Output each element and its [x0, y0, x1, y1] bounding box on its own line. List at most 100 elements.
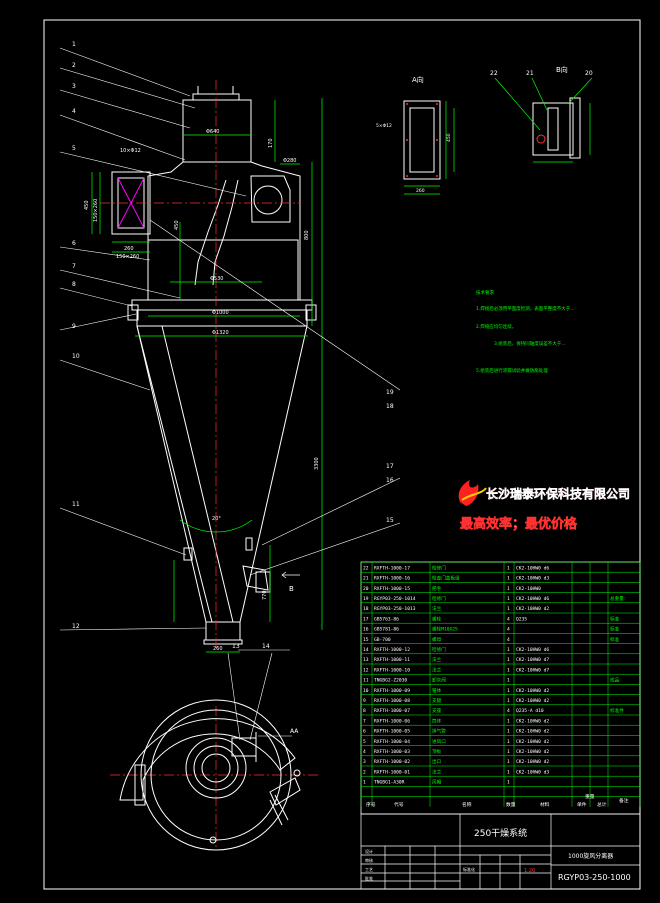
bom-header-qty: 数量 [506, 801, 516, 808]
bom-cell-no: 22 [363, 565, 369, 571]
dim-inlet-flange-2: 150×260 [116, 254, 139, 260]
sign-process: 工艺 [365, 867, 373, 872]
bom-cell-qty: 4 [507, 708, 510, 714]
plan-body-circle [140, 699, 292, 851]
outlet-side-box [250, 175, 291, 223]
bom-cell-remark: 标准件 [610, 707, 624, 714]
dimension-lines [91, 98, 323, 653]
balloon-11: 11 [72, 501, 80, 508]
bom-cell-remark: 总重量： [610, 595, 628, 602]
bom-grid [360, 561, 641, 807]
bom-cell-material: CK2-10HW0 d6 [516, 596, 549, 602]
bom-cell-no: 9 [363, 698, 366, 704]
balloon-1: 1 [72, 41, 76, 48]
bom-cell-code: RXFTH-1000-02 [374, 759, 410, 765]
bom-cell-qty: 1 [507, 698, 510, 704]
note-4: 5.组装后进行渗漏试验并做防腐处理 [476, 367, 548, 374]
bom-cell-material: CK2-10HW0 d6 [516, 565, 549, 571]
bom-cell-no: 15 [363, 637, 369, 643]
bom-cell-material: CK2-10HW0 [516, 586, 541, 592]
dim-cone-height: 770 [262, 590, 268, 600]
balloon-10: 10 [72, 353, 80, 360]
cyclone-cone [136, 325, 234, 623]
bom-cell-material: CK2-10HW0 d3 [516, 769, 549, 775]
bom-cell-code: RXFTH-1000-05 [374, 729, 410, 735]
bom-cell-no: 1 [363, 780, 366, 786]
bom-cell-material: Q235 [516, 616, 527, 622]
bom-cell-remark: 标准 [610, 615, 620, 622]
drawing-number: RGYP03-250-1000 [558, 873, 631, 882]
bom-cell-material: CK2-10HW0 d2 [516, 688, 549, 694]
balloon-5: 5 [72, 145, 76, 152]
stage-label: 标准化 [463, 866, 475, 872]
company-slogan: 最高效率；最优价格 [460, 516, 578, 532]
bom-cell-no: 14 [363, 647, 369, 653]
dim-inlet-height: 450 [84, 200, 90, 210]
dimension-texts: Φ640 Φ1000 Φ1320 Φ530 20° 3300 800 770 4… [84, 129, 320, 652]
bom-cell-no: 20 [363, 586, 369, 592]
bom-cell-name: 进风口 [432, 738, 446, 745]
bom-cell-remark: 标准 [610, 636, 620, 643]
balloon-20: 20 [585, 70, 593, 77]
bom-cell-qty: 1 [507, 576, 510, 582]
bom-cell-code: RXFTH-1000-07 [374, 708, 410, 714]
bom-cell-material: CK2-10HW0 d2 [516, 759, 549, 765]
bom-cell-name: 法兰 [432, 768, 442, 775]
balloon-6: 6 [72, 240, 76, 247]
balloon-22: 22 [490, 70, 498, 77]
bom-cell-code: GB5763-86 [374, 616, 399, 622]
view-b-title: B向 [556, 65, 568, 74]
bom-cell-qty: 4 [507, 627, 510, 633]
dim-inlet-bolts: 10×Φ12 [120, 148, 141, 154]
title-block [360, 813, 641, 890]
view-b-handle [536, 134, 546, 144]
bom-cell-qty: 4 [507, 637, 510, 643]
bom-cell-qty: 1 [507, 586, 510, 592]
plan-leaders [227, 652, 292, 741]
bom-cell-code: RXFTH-1000-08 [374, 698, 410, 704]
bom-header-single: 单件 [577, 801, 587, 808]
bom-cell-code: RXFTH-1000-09 [374, 688, 410, 694]
company-logo: 长沙瑞泰环保科技有限公司 最高效率；最优价格 [458, 480, 630, 532]
project-title: 250干燥系统 [474, 827, 527, 839]
sign-design: 设计 [365, 848, 373, 854]
view-b-dims [494, 77, 593, 163]
view-b-arrow-label: B [289, 585, 294, 593]
drawing-border [43, 19, 641, 890]
balloon-15: 15 [386, 517, 394, 524]
title-block-text: 250干燥系统 1000旋风分离器 RGYP03-250-1000 1:20 设… [365, 827, 631, 882]
bom-cell-material: CK2-10HW0 d2 [516, 698, 549, 704]
bom-cell-code: TNGBG2-Z2030 [374, 678, 407, 684]
bom-header-code: 代号 [394, 801, 404, 808]
bom-cell-qty: 1 [507, 688, 510, 694]
product-title: 1000旋风分离器 [568, 852, 613, 860]
dim-scale-height: 170 [268, 138, 274, 148]
bom-header-material: 材料 [540, 801, 550, 808]
bom-cell-name: 法兰 [432, 656, 442, 663]
bom-cell-qty: 1 [507, 565, 510, 571]
bom-cell-qty: 1 [507, 647, 510, 653]
bom-cell-no: 2 [363, 769, 366, 775]
company-name: 长沙瑞泰环保科技有限公司 [486, 486, 630, 501]
bom-cell-code: GB-700 [374, 637, 391, 643]
view-b-arrow [281, 571, 300, 579]
bom-cell-qty: 1 [507, 678, 510, 684]
bom-cell-qty: 4 [507, 616, 510, 622]
balloon-3: 3 [72, 83, 76, 90]
bom-cell-code: RXFTH-1000-10 [374, 667, 410, 673]
bom-cell-no: 7 [363, 718, 366, 724]
scale-value: 1:20 [524, 868, 535, 874]
bom-cell-material: CK2-10HW0 d3 [516, 576, 549, 582]
bom-cell-qty: 1 [507, 729, 510, 735]
plan-inlet-spiral [119, 718, 296, 801]
bom-cell-name: 检查门盖板组 [432, 575, 460, 582]
dim-inner-dia: Φ530 [210, 276, 223, 282]
bom-cell-code: RXFTH-1000-15 [374, 586, 410, 592]
bom-cell-material: CK2-10HW0 d2 [516, 749, 549, 755]
dim-inlet-flange: 150×260 [93, 199, 99, 222]
bom-cell-name: 检修门 [432, 564, 446, 571]
bom-cell-name: 风帽 [432, 779, 442, 786]
cyclone-top-hood [147, 161, 301, 301]
bom-cell-code: RGYP03-250-1014 [374, 596, 416, 602]
